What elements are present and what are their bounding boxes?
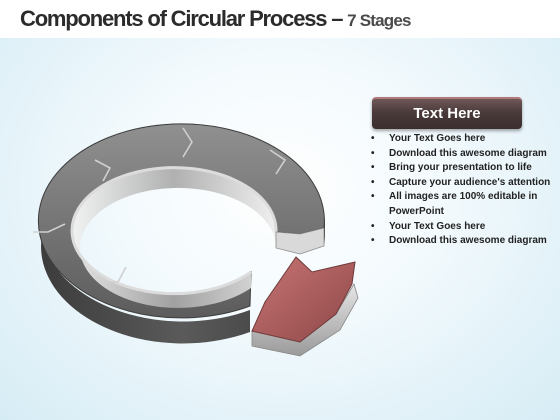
bullet-item: Capture your audience's attention — [368, 176, 554, 191]
bullet-item: Your Text Goes here — [368, 220, 554, 235]
text-here-header: Text Here — [372, 97, 522, 129]
title-bar: Components of Circular Process – 7 Stage… — [0, 0, 560, 38]
separator-2-3 — [269, 149, 287, 175]
stage-7-highlighted-segment — [251, 256, 359, 357]
bullet-item: Bring your presentation to life — [368, 161, 554, 176]
bullet-item: Download this awesome diagram — [368, 147, 554, 162]
bullet-item: Download this awesome diagram — [368, 234, 554, 249]
title-main-text: Components of Circular Process – — [20, 6, 348, 31]
title-stage-count: 7 Stages — [347, 11, 411, 30]
bullet-list: Your Text Goes here Download this awesom… — [368, 132, 554, 249]
separator-4-5 — [33, 223, 66, 233]
ring-end-face — [275, 227, 325, 255]
separator-1-2 — [182, 127, 193, 158]
separator-3-4 — [94, 159, 112, 182]
ring-inner-rim — [70, 166, 278, 296]
separator-5-6 — [100, 266, 127, 283]
bullet-item: All images are 100% editable in PowerPoi… — [368, 190, 554, 219]
circular-process-diagram — [33, 123, 359, 357]
bullet-item: Your Text Goes here — [368, 132, 554, 147]
slide-title: Components of Circular Process – 7 Stage… — [20, 6, 411, 32]
stage-7-top — [251, 256, 356, 343]
stage-separators — [33, 127, 287, 283]
